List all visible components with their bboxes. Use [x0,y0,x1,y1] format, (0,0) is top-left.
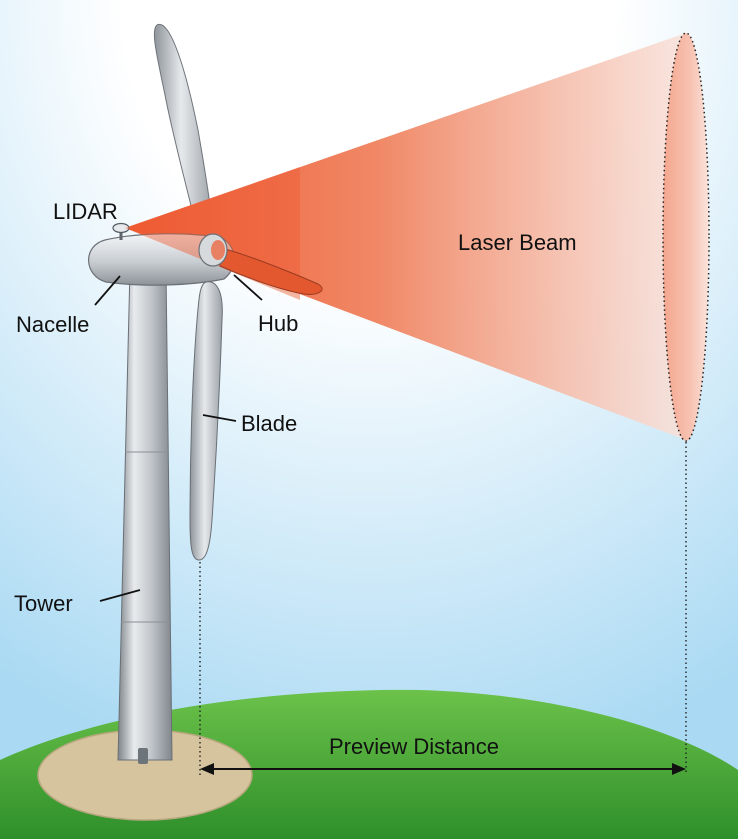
label-laser-beam: Laser Beam [458,230,577,255]
leader-tower [99,589,141,602]
arrowhead-right [672,763,686,775]
lidar-sensor [112,222,130,234]
label-tower: Tower [14,591,73,616]
tower-door [138,748,148,764]
blade-lower [189,281,223,561]
laser-beam-end-ellipse [662,32,710,442]
hub-cap [211,240,225,260]
label-nacelle: Nacelle [16,312,89,337]
label-blade: Blade [241,411,297,436]
laser-beam-cone [125,33,686,440]
leader-hub [233,274,263,301]
leader-nacelle [94,275,121,306]
nacelle [88,233,235,286]
blade-right [219,247,323,295]
label-lidar: LIDAR [53,199,118,224]
leader-blade [202,414,237,422]
label-hub: Hub [258,311,298,336]
arrowhead-left [200,763,214,775]
label-preview-distance: Preview Distance [329,734,499,759]
